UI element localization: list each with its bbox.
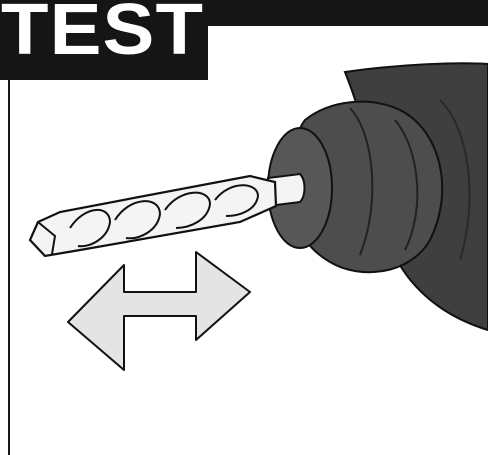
double-arrow-icon: [68, 252, 250, 370]
drill-bit-icon: [30, 174, 305, 256]
